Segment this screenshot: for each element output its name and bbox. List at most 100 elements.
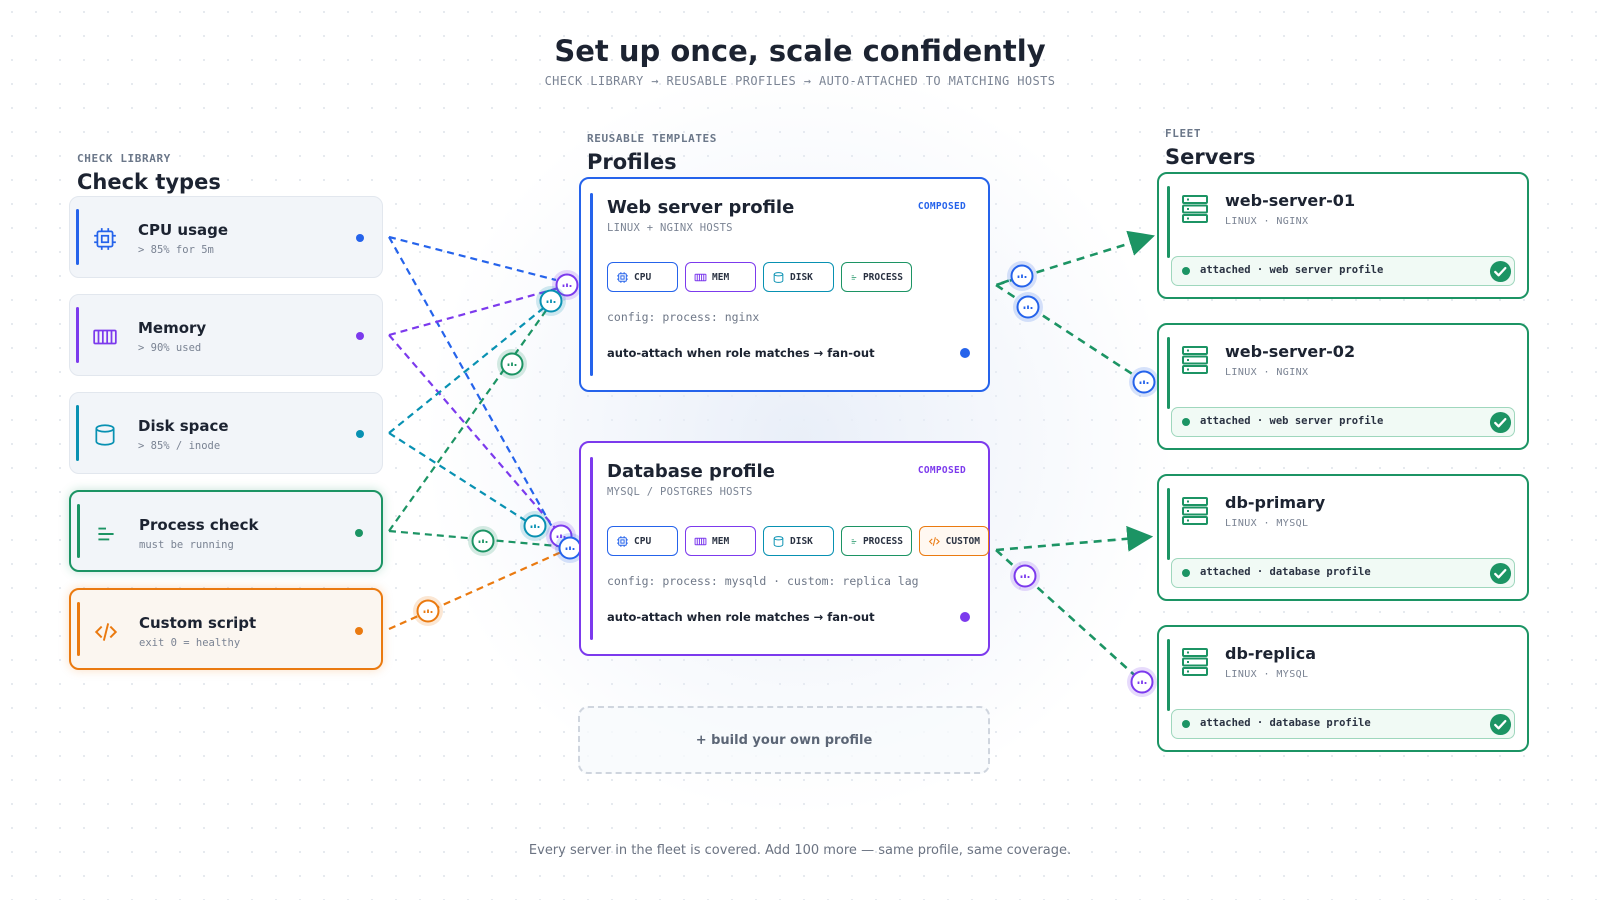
attach-status: attached · database profile: [1171, 558, 1515, 588]
check-card-process[interactable]: Process check must be running: [69, 490, 383, 572]
chip-label: CPU: [634, 271, 652, 283]
profile-attach-rule: auto-attach when role matches → fan-out: [607, 610, 875, 624]
check-port-dot: [356, 430, 364, 438]
link-process-web: [388, 304, 551, 532]
memory-icon: [694, 273, 707, 281]
page-subtitle: CHECK LIBRARY → REUSABLE PROFILES → AUTO…: [544, 74, 1056, 88]
chip-process[interactable]: PROCESS: [841, 262, 912, 292]
server-icon: [1182, 195, 1208, 223]
server-sub: LINUX · MYSQL: [1225, 518, 1309, 529]
disk-icon: [95, 424, 115, 446]
flow-badge-icon: [413, 596, 443, 626]
chip-label: DISK: [790, 535, 813, 547]
check-desc: exit 0 = healthy: [139, 637, 241, 649]
accent-bar: [76, 209, 79, 265]
cpu-icon: [617, 271, 628, 283]
chip-cpu[interactable]: CPU: [607, 262, 678, 292]
build-profile-button[interactable]: + build your own profile: [578, 706, 990, 774]
process-icon: [851, 275, 857, 279]
server-sub: LINUX · NGINX: [1225, 216, 1309, 227]
status-dot: [1182, 720, 1190, 728]
chip-label: MEM: [712, 535, 730, 547]
check-circle-icon: [1489, 411, 1512, 434]
flow-badge-icon: [1127, 667, 1157, 697]
composed-badge: COMPOSED: [917, 201, 966, 212]
check-circle-icon: [1489, 260, 1512, 283]
code-icon: [928, 536, 940, 546]
check-port-dot: [355, 627, 363, 635]
profile-card-database[interactable]: Database profile MYSQL / POSTGRES HOSTS …: [579, 441, 990, 656]
cpu-icon: [94, 228, 116, 250]
chip-label: PROCESS: [862, 271, 903, 283]
profile-config: config: process: mysqld · custom: replic…: [607, 574, 919, 588]
profile-name: Database profile: [607, 461, 775, 482]
server-icon: [1182, 648, 1208, 676]
profiles-heading: Profiles: [587, 150, 677, 174]
chip-custom[interactable]: CUSTOM: [919, 526, 989, 556]
server-card-db-replica[interactable]: db-replica LINUX · MYSQL attached · data…: [1157, 625, 1529, 752]
flow-badge-icon: [1013, 292, 1043, 322]
link-custom-db: [388, 547, 569, 631]
server-card-web-server-02[interactable]: web-server-02 LINUX · NGINX attached · w…: [1157, 323, 1529, 450]
chip-cpu[interactable]: CPU: [607, 526, 678, 556]
profile-attach-rule: auto-attach when role matches → fan-out: [607, 346, 875, 360]
server-icon: [1182, 497, 1208, 525]
server-sub: LINUX · NGINX: [1225, 367, 1309, 378]
server-card-web-server-01[interactable]: web-server-01 LINUX · NGINX attached · w…: [1157, 172, 1529, 299]
chip-disk[interactable]: DISK: [763, 526, 834, 556]
check-desc: must be running: [139, 539, 234, 551]
accent-bar: [590, 457, 593, 640]
link-cpu-web: [388, 235, 557, 282]
flow-badge-icon: [1129, 367, 1159, 397]
check-card-custom[interactable]: Custom script exit 0 = healthy: [69, 588, 383, 670]
chip-label: MEM: [712, 271, 730, 283]
server-name: web-server-02: [1225, 342, 1356, 361]
server-sub: LINUX · MYSQL: [1225, 669, 1309, 680]
check-name: Process check: [139, 516, 259, 534]
fleet-eyebrow: FLEET: [1165, 127, 1202, 140]
check-card-disk[interactable]: Disk space > 85% / inode: [69, 392, 383, 474]
memory-icon: [694, 537, 707, 545]
page-title: Set up once, scale confidently: [554, 34, 1046, 68]
check-port-dot: [355, 529, 363, 537]
check-desc: > 85% for 5m: [138, 244, 214, 256]
accent-bar: [1167, 337, 1170, 409]
check-name: CPU usage: [138, 221, 229, 239]
check-card-cpu[interactable]: CPU usage > 85% for 5m: [69, 196, 383, 278]
chip-label: PROCESS: [862, 535, 903, 547]
server-card-db-primary[interactable]: db-primary LINUX · MYSQL attached · data…: [1157, 474, 1529, 601]
status-dot: [1182, 569, 1190, 577]
chip-mem[interactable]: MEM: [685, 526, 756, 556]
link-mem-db: [388, 334, 563, 537]
composed-badge: COMPOSED: [917, 465, 966, 476]
check-name: Memory: [138, 319, 207, 337]
chip-mem[interactable]: MEM: [685, 262, 756, 292]
profile-port-dot: [960, 348, 970, 358]
server-name: db-primary: [1225, 493, 1326, 512]
check-name: Disk space: [138, 417, 229, 435]
chip-label: CPU: [634, 535, 652, 547]
chip-row: CPU MEM DISK PROCESS CUSTOM: [607, 526, 989, 556]
check-card-memory[interactable]: Memory > 90% used: [69, 294, 383, 376]
process-icon: [851, 539, 857, 543]
attach-status: attached · database profile: [1171, 709, 1515, 739]
flow-badge-icon: [555, 533, 585, 563]
status-text: attached · database profile: [1200, 566, 1371, 578]
flow-badge-icon: [552, 270, 582, 300]
flow-badge-icon: [520, 511, 550, 541]
profile-card-web[interactable]: Web server profile LINUX + NGINX HOSTS C…: [579, 177, 990, 392]
profile-sub: LINUX + NGINX HOSTS: [607, 222, 733, 234]
flow-badge-icon: [497, 349, 527, 379]
profiles-eyebrow: REUSABLE TEMPLATES: [587, 132, 718, 145]
process-icon: [98, 527, 114, 541]
flow-badge-icon: [468, 526, 498, 556]
check-desc: > 90% used: [138, 342, 202, 354]
check-name: Custom script: [139, 614, 257, 632]
chip-process[interactable]: PROCESS: [841, 526, 912, 556]
chip-label: CUSTOM: [945, 535, 980, 547]
chip-disk[interactable]: DISK: [763, 262, 834, 292]
server-name: web-server-01: [1225, 191, 1356, 210]
server-icon: [1182, 346, 1208, 374]
check-circle-icon: [1489, 562, 1512, 585]
